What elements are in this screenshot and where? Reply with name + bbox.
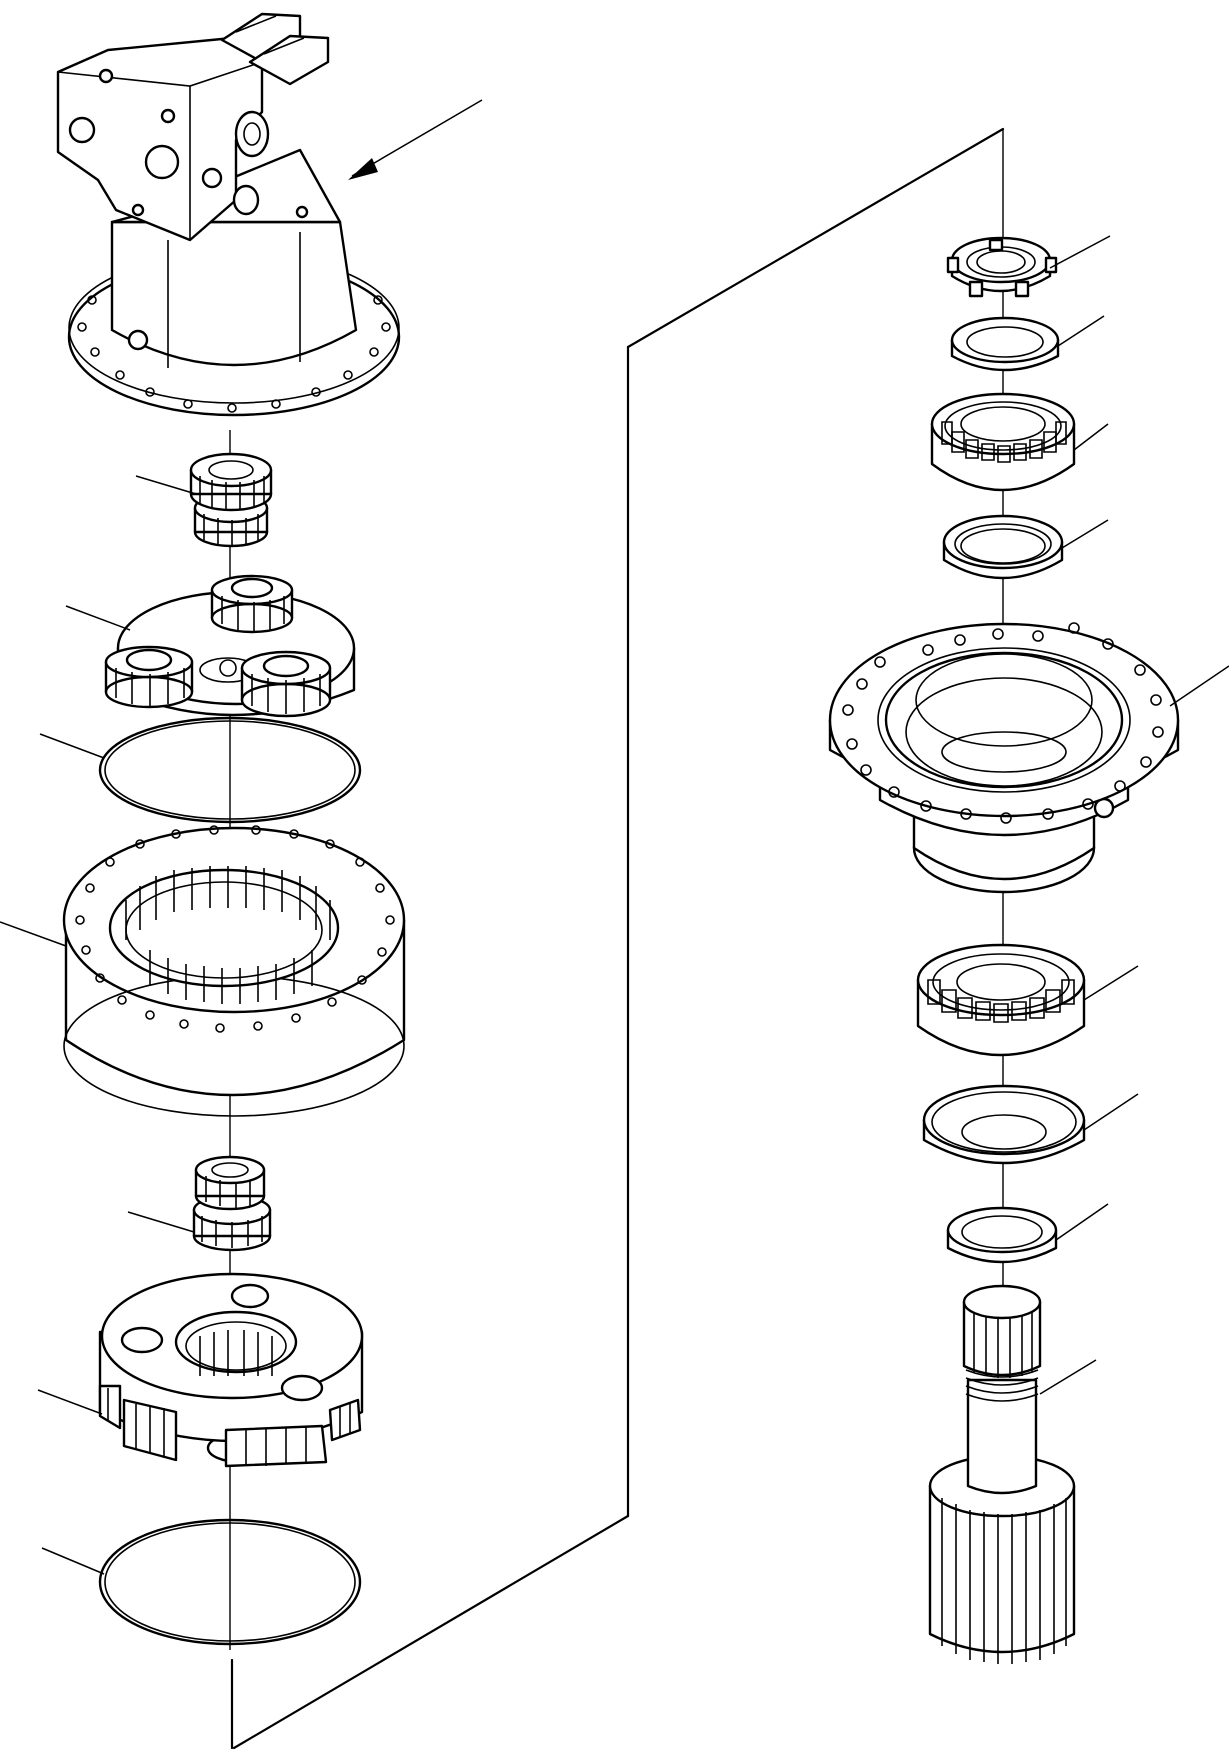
leader-no2-carrier (38, 1390, 102, 1414)
motor-leader-arrow (348, 100, 482, 180)
no2-planet-carrier (100, 1274, 362, 1466)
leader-o-ring-lower (42, 1548, 104, 1574)
ring-gear-teeth (126, 866, 330, 1004)
frame-lines (232, 129, 1003, 1748)
no2-sun-gear (194, 1157, 270, 1250)
upper-roller-bearing (932, 394, 1074, 490)
flange-bolt-holes (78, 296, 390, 412)
leader-lower-bearing (1084, 966, 1138, 1000)
shaft-case (830, 623, 1178, 892)
lower-seal (924, 1086, 1084, 1163)
lower-roller-bearing (918, 945, 1084, 1055)
shaft-case-bolt-holes (843, 623, 1163, 823)
hose-port-fittings (222, 14, 328, 84)
o-ring-lower (100, 1520, 360, 1644)
upper-spacer (952, 318, 1058, 370)
leader-no1-sun-gear (136, 476, 196, 494)
leader-upper-spacer (1058, 316, 1104, 346)
ring-gear-bolt-holes (76, 826, 394, 1032)
leader-upper-seal (1062, 520, 1108, 548)
leader-shaft-case (1170, 666, 1229, 706)
leader-lower-spacer (1056, 1204, 1108, 1240)
no1-sun-gear (191, 454, 271, 546)
leader-no1-planet-gears (66, 606, 130, 630)
leader-upper-bearing (1074, 424, 1108, 450)
leader-ring-gear (0, 922, 66, 946)
leader-pinion-shaft (1040, 1360, 1096, 1394)
leader-lock-nut (1050, 236, 1110, 268)
lock-nut (948, 238, 1056, 296)
pinion-shaft (930, 1286, 1074, 1664)
swing-motor (58, 14, 399, 415)
o-ring-upper (100, 718, 360, 822)
leader-o-ring-upper (40, 734, 104, 758)
upper-seal (944, 516, 1062, 578)
leader-no2-sun-gear (128, 1212, 194, 1232)
lower-spacer (948, 1208, 1056, 1262)
leader-lower-seal (1084, 1094, 1138, 1130)
ring-gear (64, 826, 404, 1116)
no1-planet-gears (106, 576, 330, 716)
